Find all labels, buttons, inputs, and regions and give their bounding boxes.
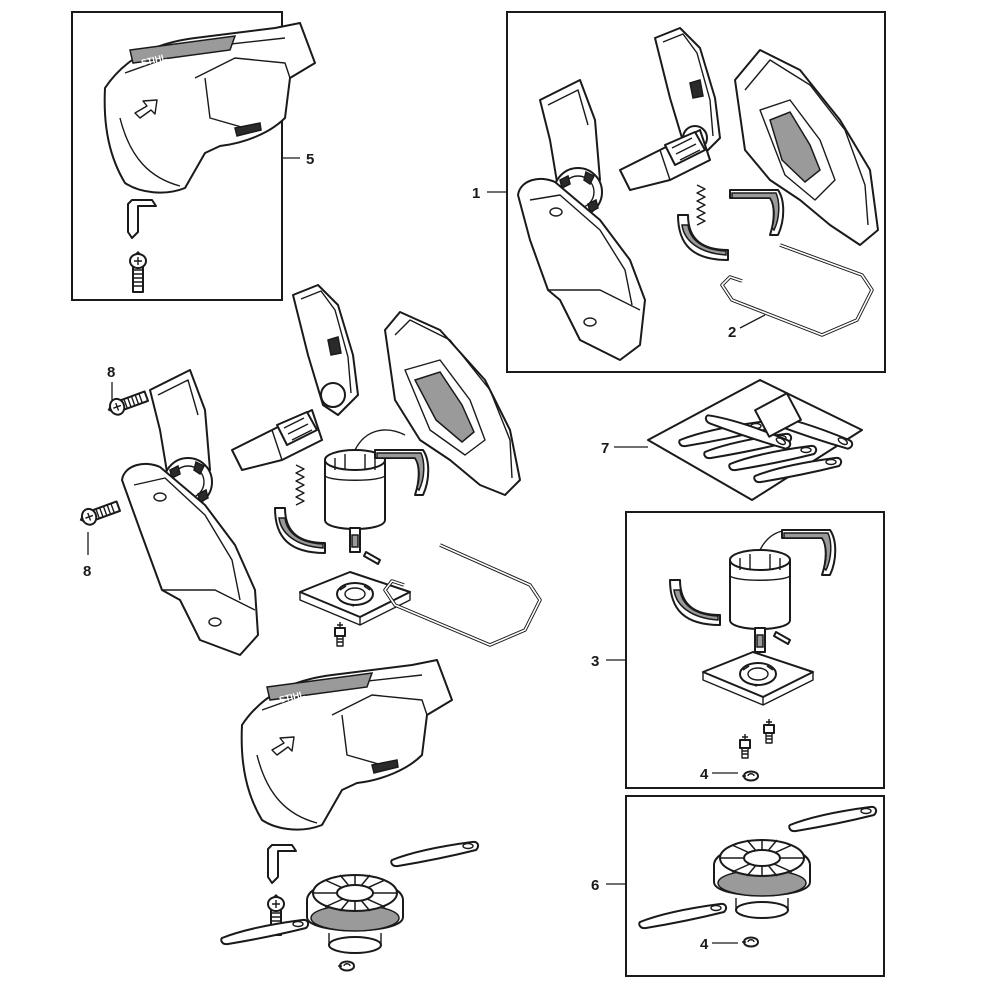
callout-screw-lower: 8 [83, 563, 91, 580]
spool-kit-drawing [638, 805, 878, 948]
spool-kit-box [625, 795, 885, 977]
callout-wire-bracket: 2 [728, 324, 736, 341]
callout-retaining-clip-spool: 4 [700, 936, 709, 953]
motor-kit-box [625, 511, 885, 789]
callout-guard-kit: 5 [306, 151, 314, 168]
callout-retaining-clip-motor: 4 [700, 766, 709, 783]
guard-kit-box [71, 11, 283, 301]
main-assembly-drawing [76, 284, 542, 972]
callout-motor-kit: 3 [591, 653, 599, 670]
motor-kit-drawing [669, 529, 837, 782]
blade-pack-drawing [647, 379, 863, 501]
callout-blade-pack: 7 [601, 440, 609, 457]
housing-kit-drawing [517, 27, 879, 361]
callout-spool-kit: 6 [591, 877, 599, 894]
callout-housing-kit: 1 [472, 185, 480, 202]
callout-screw-upper: 8 [107, 364, 115, 381]
